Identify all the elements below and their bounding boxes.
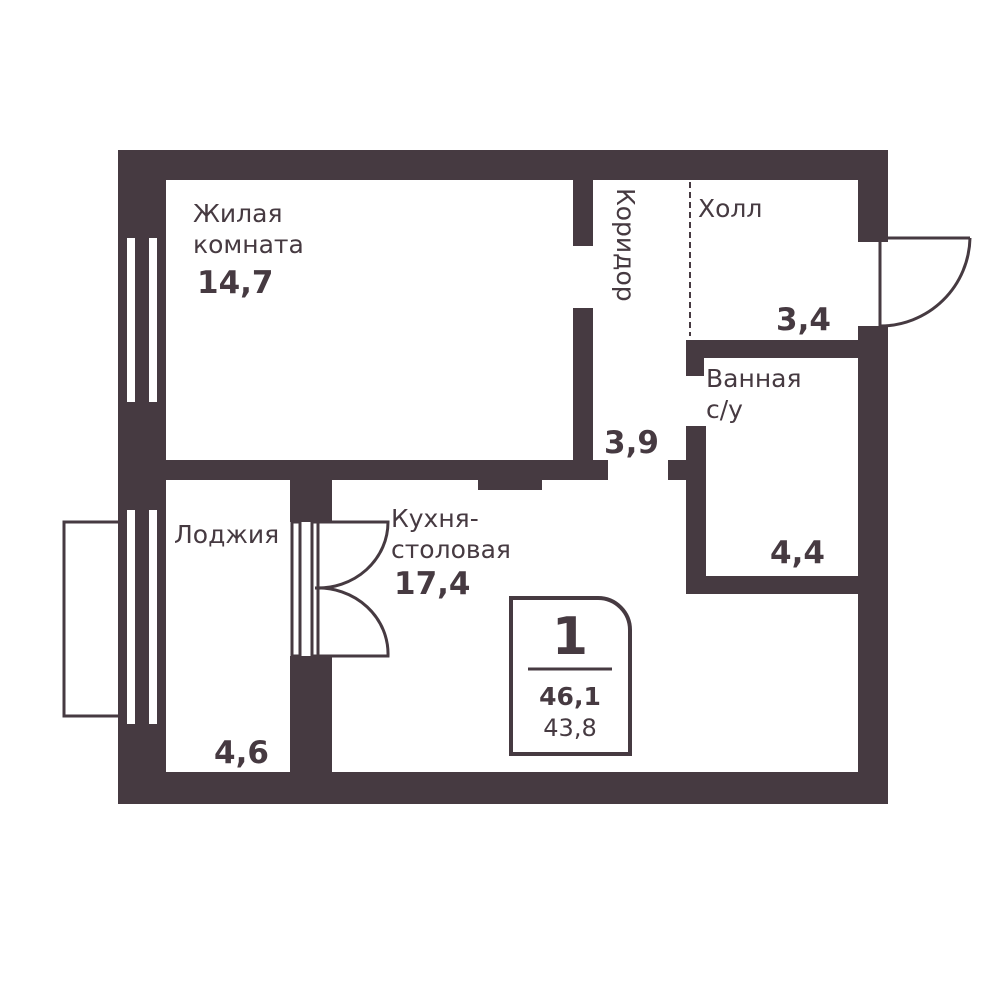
entrance-door [858, 236, 972, 328]
living-room-area: 14,7 [197, 265, 274, 301]
loggia-wall-bottom [290, 656, 332, 804]
living-room-name-line2: комната [193, 230, 304, 259]
loggia-window [62, 510, 166, 724]
living-room-name-line1: Жилая [193, 199, 283, 228]
kitchen-name-line2: столовая [391, 535, 511, 564]
loggia-wall-top [290, 478, 332, 522]
bathroom-name-line2: с/у [706, 395, 743, 424]
bath-wall-notch [668, 460, 706, 480]
outer-wall-right-upper [858, 150, 888, 242]
corridor-area: 3,9 [604, 425, 659, 461]
living-kitchen-wall [118, 460, 608, 480]
bath-wall-bottom [686, 576, 858, 594]
outer-wall-left-bottom [118, 724, 166, 804]
hall-area: 3,4 [776, 302, 831, 338]
outer-wall-left-top [118, 150, 166, 238]
living-window [118, 238, 166, 402]
outer-wall-right-lower [858, 326, 888, 804]
loggia-name: Лоджия [174, 520, 279, 549]
door-threshold [478, 478, 542, 490]
hall-name: Холл [698, 194, 762, 223]
bath-wall-stub [686, 340, 704, 376]
corridor-wall-upper [573, 180, 593, 246]
outer-wall-top [118, 150, 888, 180]
bathroom-name-line1: Ванная [706, 364, 802, 393]
loggia-door [290, 520, 390, 658]
bathroom-area: 4,4 [770, 535, 825, 571]
corridor-wall-lower [573, 308, 593, 478]
loggia-area: 4,6 [214, 735, 269, 771]
outer-wall-left-mid [118, 402, 166, 510]
room-count: 1 [552, 607, 588, 667]
total-area: 46,1 [539, 682, 601, 711]
kitchen-name-line1: Кухня- [391, 504, 479, 533]
kitchen-area: 17,4 [394, 566, 471, 602]
living-area-total: 43,8 [543, 714, 596, 742]
apartment-badge: 1 46,1 43,8 [509, 596, 632, 756]
outer-wall-bottom [118, 772, 888, 804]
bath-wall-left [686, 426, 706, 594]
corridor-name: Коридор [611, 188, 640, 302]
hall-bath-wall [686, 340, 858, 358]
